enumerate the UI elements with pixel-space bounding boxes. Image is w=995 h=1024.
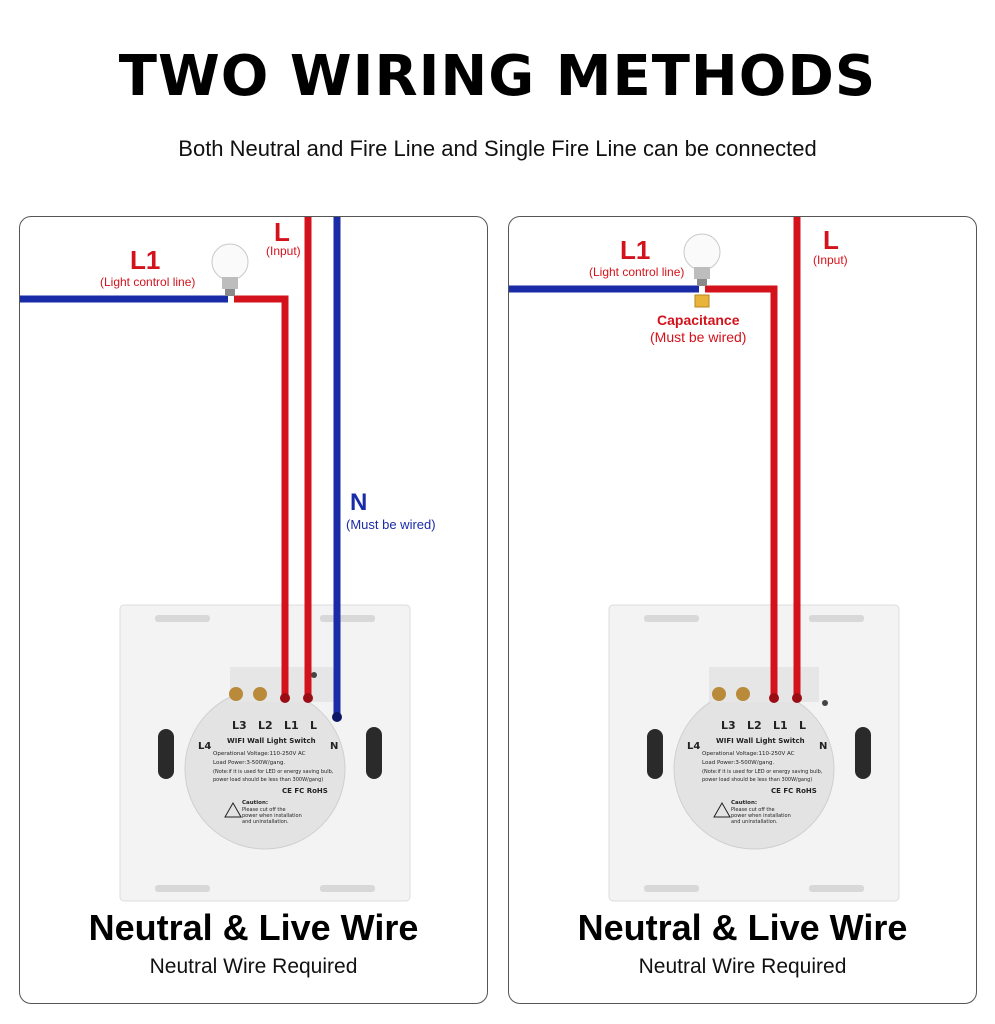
switch-spec-2: Load Power:3-500W/gang. [213, 760, 285, 766]
left-caption: Neutral & Live Wire [88, 907, 419, 948]
wiring-panel-single-fire: L3 L2 L1 L L4 N WIFI Wall Light Switch O… [508, 216, 977, 1004]
n-sub-label: (Must be wired) [346, 517, 436, 532]
left-caption-sub: Neutral Wire Required [149, 955, 358, 978]
right-caption-sub: Neutral Wire Required [638, 955, 847, 978]
switch-spec-1: Operational Voltage:110-250V AC [702, 751, 795, 757]
switch-spec-1: Operational Voltage:110-250V AC [213, 751, 306, 757]
wiring-diagram-right: L3 L2 L1 L L4 N WIFI Wall Light Switch O… [509, 217, 900, 902]
bulb-icon [211, 243, 249, 296]
switch-caution-3: and uninstallation. [731, 819, 778, 825]
terminal-l2: L2 [747, 719, 762, 732]
terminal-l1: L1 [773, 719, 788, 732]
switch-caution-1: Please cut off the [242, 807, 286, 813]
switch-spec-4: power load should be less than 300W/gang… [702, 777, 812, 783]
switch-caution-2: power when installation [731, 813, 791, 819]
switch-spec-4: power load should be less than 300W/gang… [213, 777, 323, 783]
wires [509, 217, 802, 703]
l1-red-wire [705, 285, 778, 697]
switch-title: WIFI Wall Light Switch [227, 737, 316, 745]
terminal-l2: L2 [258, 719, 273, 732]
switch-plate [608, 604, 900, 902]
switch-caution-1: Please cut off the [731, 807, 775, 813]
right-caption: Neutral & Live Wire [577, 907, 908, 948]
terminal-n: N [330, 741, 338, 752]
warning-icon [224, 801, 242, 818]
switch-spec-3: (Note:if it is used for LED or energy sa… [213, 769, 334, 775]
n-label: N [350, 489, 368, 516]
switch-spec-2: Load Power:3-500W/gang. [702, 760, 774, 766]
l1-label: L1 [620, 235, 651, 265]
terminal-l3: L3 [232, 719, 247, 732]
l-label: L [823, 225, 839, 255]
bulb-icon [683, 233, 721, 286]
l1-red-wire [234, 295, 289, 697]
terminal-l: L [310, 719, 317, 732]
switch-spec-3: (Note:if it is used for LED or energy sa… [702, 769, 823, 775]
capacitance-sub-label: (Must be wired) [650, 329, 747, 345]
l1-sub-label: (Light control line) [589, 265, 685, 279]
l-label: L [274, 217, 290, 247]
page-title: TWO WIRING METHODS [118, 44, 877, 109]
capacitance-label: Capacitance [657, 312, 740, 328]
terminal-l3: L3 [721, 719, 736, 732]
switch-certs: CE FC RoHS [282, 787, 328, 795]
warning-icon [713, 801, 731, 818]
capacitor-icon [694, 294, 710, 308]
l-sub-label: (Input) [266, 244, 301, 258]
switch-caution: Caution: [242, 800, 268, 806]
switch-title: WIFI Wall Light Switch [716, 737, 805, 745]
switch-caution-3: and uninstallation. [242, 819, 289, 825]
terminal-l1: L1 [284, 719, 299, 732]
terminal-l4: L4 [198, 741, 211, 752]
wires [20, 217, 342, 722]
terminal-n: N [819, 741, 827, 752]
l1-label: L1 [130, 245, 161, 275]
switch-certs: CE FC RoHS [771, 787, 817, 795]
wiring-diagram-left: L3 L2 L1 L L4 N WIFI Wall Light Switch O… [20, 217, 411, 902]
terminal-l: L [799, 719, 806, 732]
page-subtitle: Both Neutral and Fire Line and Single Fi… [178, 136, 817, 161]
switch-caution: Caution: [731, 800, 757, 806]
l-sub-label: (Input) [813, 253, 848, 267]
wiring-panel-neutral: L3 L2 L1 L L4 N WIFI Wall Light Switch O… [19, 216, 488, 1004]
terminal-l4: L4 [687, 741, 700, 752]
l1-sub-label: (Light control line) [100, 275, 196, 289]
switch-caution-2: power when installation [242, 813, 302, 819]
